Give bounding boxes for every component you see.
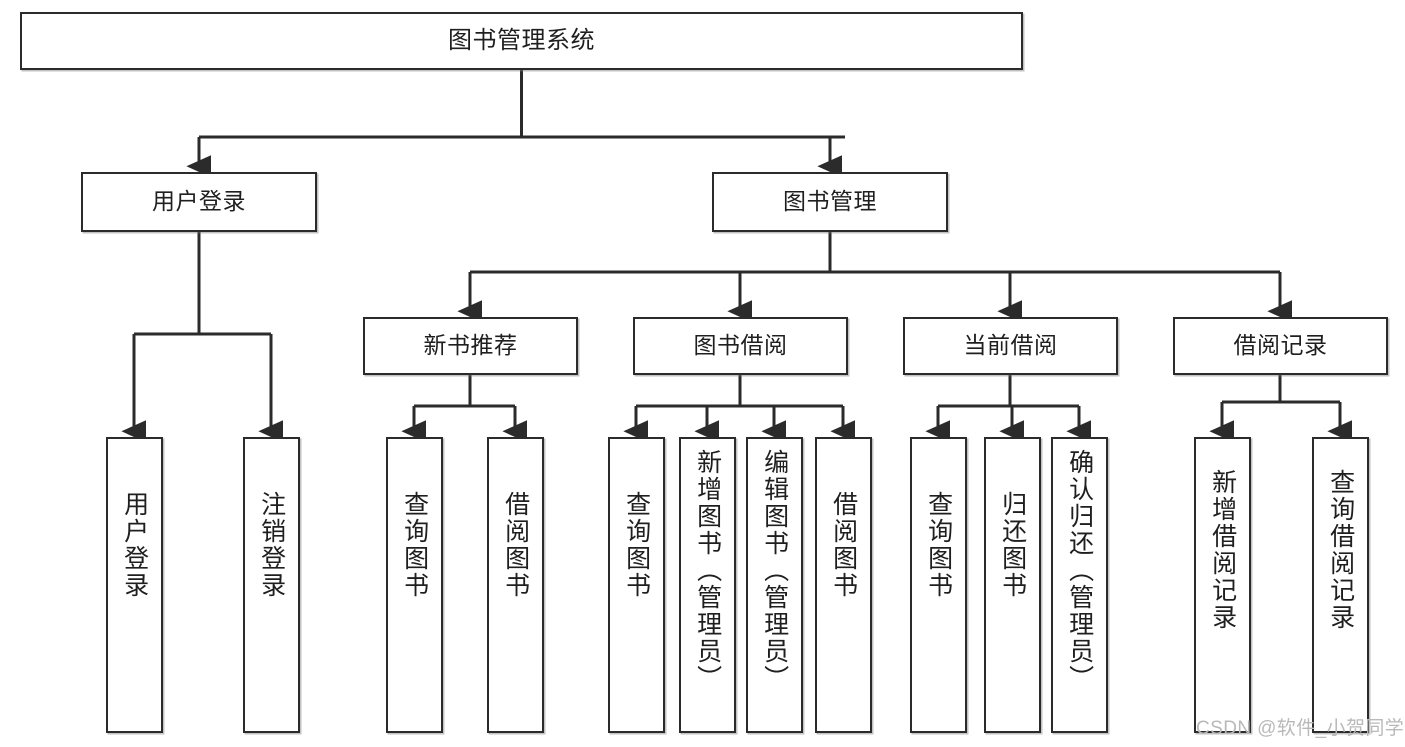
node-leaf-borrow-book-2[interactable]: 借阅图书 [815,437,872,733]
node-leaf-borrow-book-1-label: 借阅图书 [501,491,530,599]
node-leaf-add-book-label: 新增图书（管理员） [693,449,722,692]
node-leaf-return-book-label: 归还图书 [998,491,1027,599]
node-leaf-borrow-book-2-label: 借阅图书 [829,491,858,599]
node-leaf-add-book[interactable]: 新增图书（管理员） [679,437,736,733]
node-leaf-borrow-book-1[interactable]: 借阅图书 [487,437,544,733]
node-leaf-query-book-3[interactable]: 查询图书 [910,437,967,733]
node-borrow-record-label: 借阅记录 [1233,332,1328,359]
node-new-book-rec[interactable]: 新书推荐 [363,317,578,375]
node-leaf-logout[interactable]: 注销登录 [243,437,300,733]
node-user-login[interactable]: 用户登录 [81,172,317,232]
node-leaf-query-book-1[interactable]: 查询图书 [386,437,443,733]
node-leaf-add-record[interactable]: 新增借阅记录 [1194,437,1251,733]
node-root-label: 图书管理系统 [448,26,595,54]
node-leaf-confirm-return[interactable]: 确认归还（管理员） [1051,437,1108,733]
node-current-borrow-label: 当前借阅 [963,332,1058,359]
node-new-book-rec-label: 新书推荐 [423,332,518,359]
node-leaf-confirm-return-label: 确认归还（管理员） [1065,449,1094,692]
node-book-manage-label: 图书管理 [783,188,877,215]
node-leaf-user-login[interactable]: 用户登录 [106,437,163,733]
node-leaf-return-book[interactable]: 归还图书 [984,437,1041,733]
node-leaf-query-book-2-label: 查询图书 [622,491,651,599]
node-leaf-add-record-label: 新增借阅记录 [1208,469,1237,631]
node-leaf-query-record-label: 查询借阅记录 [1326,469,1355,631]
node-borrow-record[interactable]: 借阅记录 [1173,317,1388,375]
node-leaf-query-book-3-label: 查询图书 [924,491,953,599]
node-leaf-query-record[interactable]: 查询借阅记录 [1312,437,1369,733]
node-book-manage[interactable]: 图书管理 [712,172,948,232]
node-leaf-query-book-2[interactable]: 查询图书 [608,437,665,733]
node-book-borrow-label: 图书借阅 [693,332,788,359]
node-leaf-edit-book-label: 编辑图书（管理员） [760,449,789,692]
node-root[interactable]: 图书管理系统 [20,12,1023,70]
node-user-login-label: 用户登录 [152,188,246,215]
node-leaf-logout-label: 注销登录 [257,491,286,599]
csdn-watermark: CSDN @软件_小贺同学 [1196,718,1405,739]
node-book-borrow[interactable]: 图书借阅 [633,317,848,375]
node-leaf-user-login-label: 用户登录 [120,491,149,599]
node-leaf-edit-book[interactable]: 编辑图书（管理员） [746,437,803,733]
node-current-borrow[interactable]: 当前借阅 [903,317,1118,375]
node-leaf-query-book-1-label: 查询图书 [400,491,429,599]
